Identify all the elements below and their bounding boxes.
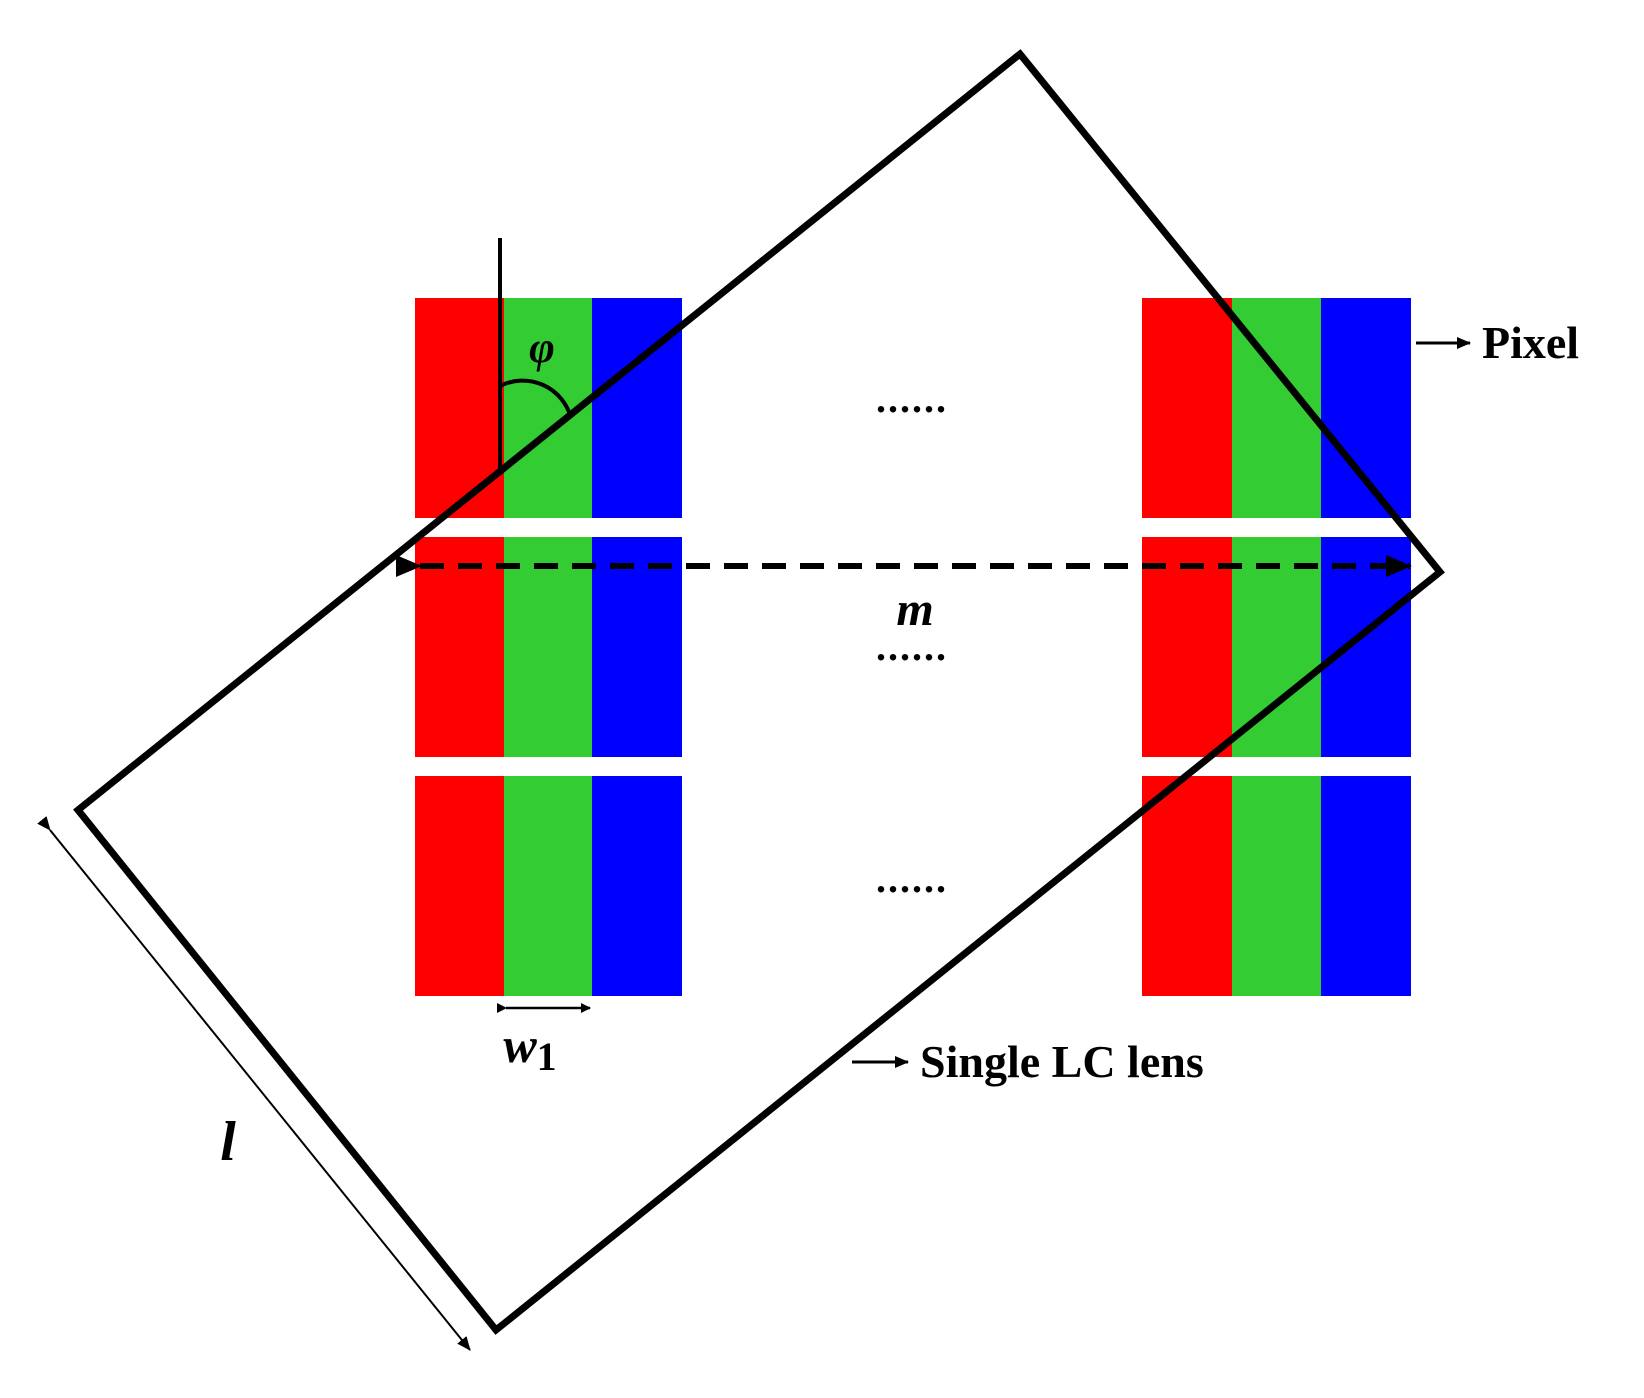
lens-label: Single LC lens: [920, 1036, 1204, 1087]
l-label: l: [220, 1111, 236, 1173]
subpixel-red: [415, 776, 504, 996]
subpixel-blue: [592, 298, 682, 518]
m-label: m: [896, 583, 933, 636]
subpixel-green: [1232, 776, 1321, 996]
subpixel-red: [1142, 537, 1232, 757]
pixel-left-row-2: [415, 537, 682, 757]
subpixel-green: [504, 537, 592, 757]
subpixel-blue: [1321, 776, 1411, 996]
pixel-label: Pixel: [1482, 317, 1579, 368]
ellipsis-row-1: ......: [876, 376, 948, 421]
pixel-right-row-1: [1142, 298, 1411, 518]
phi-label: φ: [529, 323, 555, 372]
subpixel-blue: [1321, 537, 1411, 757]
l-dimension-arrow: [37, 816, 471, 1351]
subpixel-blue: [592, 537, 682, 757]
angle-arc: [499, 378, 573, 419]
ellipsis-row-2: ......: [876, 624, 948, 669]
subpixel-red: [415, 537, 504, 757]
w1-label: w1: [503, 1017, 556, 1079]
pixel-left-row-3: [415, 776, 682, 996]
subpixel-red: [415, 298, 504, 518]
pixel-right-row-2: [1142, 537, 1411, 757]
subpixel-red: [1142, 776, 1232, 996]
w-letter: w: [503, 1017, 537, 1073]
subpixel-red: [1142, 298, 1232, 518]
lc-lens-outline: [73, 49, 1445, 1335]
w-subscript: 1: [537, 1034, 557, 1079]
pixel-right-row-3: [1142, 776, 1411, 996]
subpixel-green: [504, 776, 592, 996]
ellipsis-row-3: ......: [876, 856, 948, 901]
subpixel-blue: [592, 776, 682, 996]
